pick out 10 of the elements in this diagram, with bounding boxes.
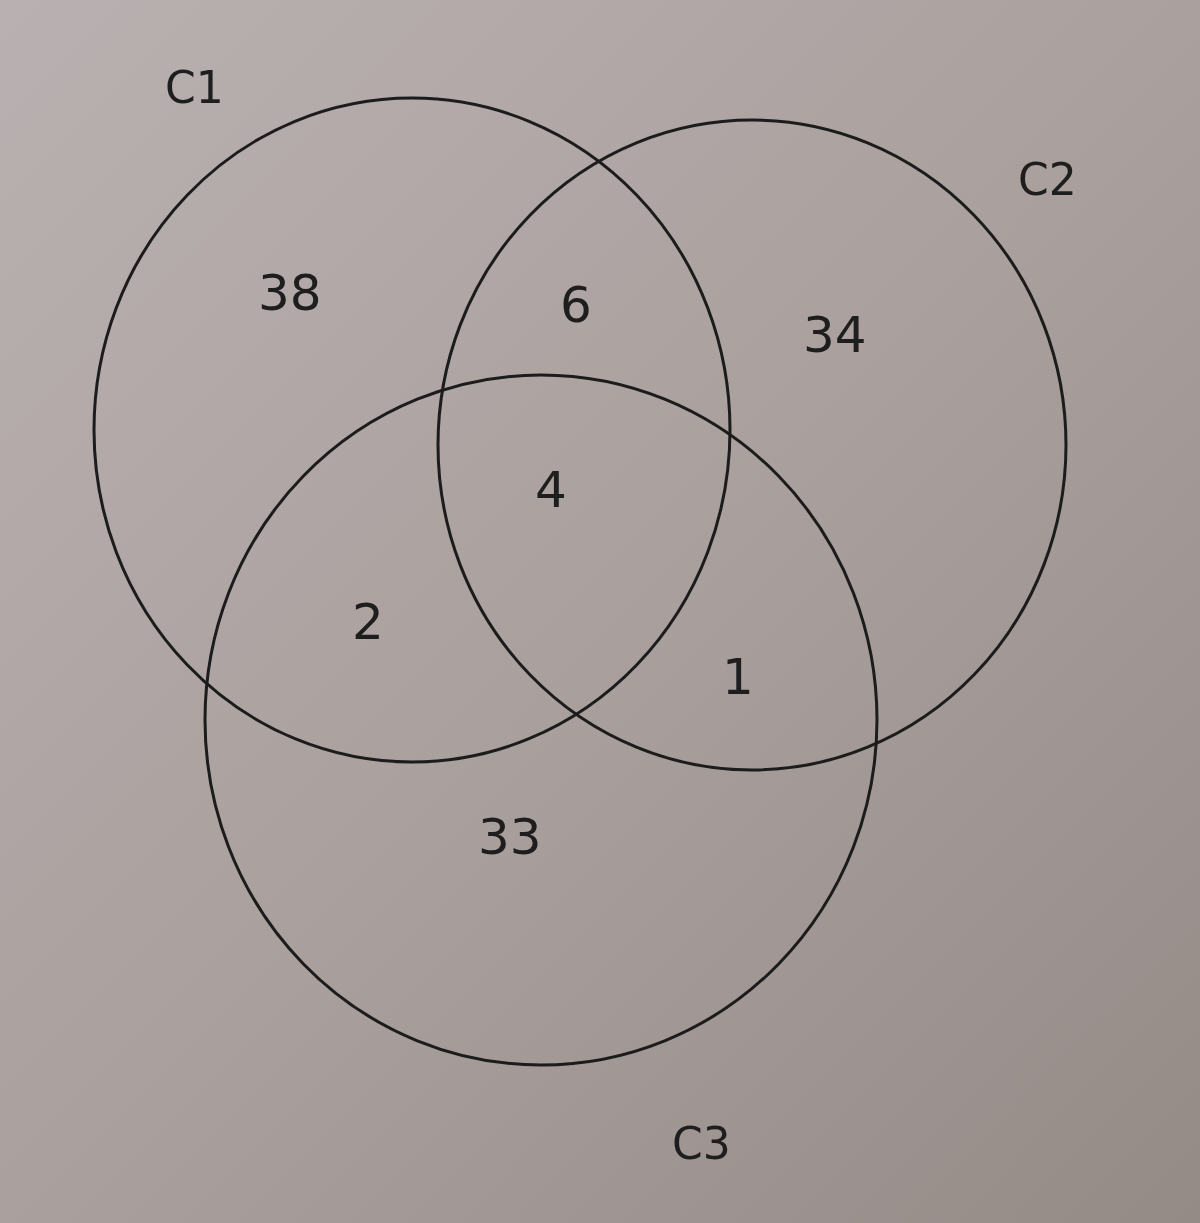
region-count: 34: [803, 310, 867, 360]
set-label: C3: [672, 1122, 731, 1166]
region-count: 33: [478, 812, 542, 862]
region-count: 38: [258, 268, 322, 318]
region-count: 1: [722, 652, 754, 702]
region-count: 6: [560, 280, 592, 330]
region-count: 2: [352, 597, 384, 647]
set-label: C2: [1018, 158, 1077, 202]
region-count: 4: [535, 465, 567, 515]
set-label: C1: [165, 66, 224, 110]
